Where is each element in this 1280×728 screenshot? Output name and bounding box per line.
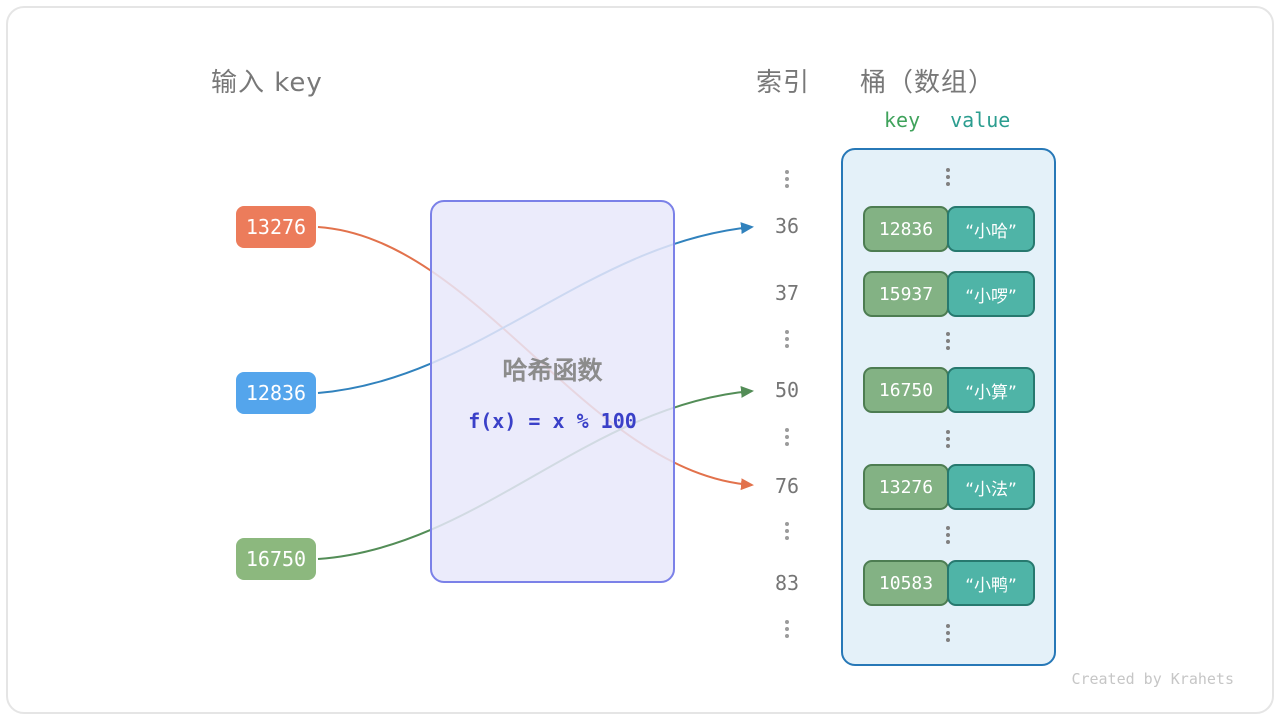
index-76: 76	[774, 474, 800, 498]
input-key-13276: 13276	[236, 206, 316, 248]
bucket-entry: 13276 “小法”	[863, 464, 1035, 510]
entry-key: 12836	[863, 206, 949, 252]
ellipsis-icon	[946, 624, 950, 642]
entry-value: “小法”	[947, 464, 1035, 510]
ellipsis-icon	[946, 168, 950, 186]
credit-text: Created by Krahets	[1071, 670, 1234, 688]
entry-key: 13276	[863, 464, 949, 510]
bucket-value-header: value	[950, 108, 1011, 132]
bucket-title: 桶（数组）	[860, 68, 996, 98]
hash-function-box: 哈希函数 f(x) = x % 100	[430, 200, 675, 583]
entry-value: “小哈”	[947, 206, 1035, 252]
index-83: 83	[774, 571, 800, 595]
bucket-entry: 10583 “小鸭”	[863, 560, 1035, 606]
bucket-key-header: key	[884, 108, 921, 132]
ellipsis-icon	[946, 332, 950, 350]
diagram-card: 输入 key 索引 桶（数组） key value 13276 12836 16…	[6, 6, 1274, 714]
ellipsis-icon	[785, 428, 789, 446]
bucket-column-header: key value	[884, 108, 1010, 132]
index-36: 36	[774, 214, 800, 238]
entry-key: 10583	[863, 560, 949, 606]
entry-value: “小算”	[947, 367, 1035, 413]
ellipsis-icon	[785, 620, 789, 638]
bucket-entry: 12836 “小哈”	[863, 206, 1035, 252]
input-key-16750: 16750	[236, 538, 316, 580]
entry-key: 16750	[863, 367, 949, 413]
ellipsis-icon	[785, 330, 789, 348]
input-key-title: 输入 key	[211, 68, 323, 98]
entry-value: “小鸭”	[947, 560, 1035, 606]
ellipsis-icon	[946, 526, 950, 544]
hash-function-title: 哈希函数	[502, 355, 603, 385]
entry-key: 15937	[863, 271, 949, 317]
input-key-12836: 12836	[236, 372, 316, 414]
index-50: 50	[774, 378, 800, 402]
ellipsis-icon	[785, 522, 789, 540]
bucket-entry: 15937 “小啰”	[863, 271, 1035, 317]
ellipsis-icon	[785, 170, 789, 188]
ellipsis-icon	[946, 430, 950, 448]
index-37: 37	[774, 281, 800, 305]
entry-value: “小啰”	[947, 271, 1035, 317]
index-title: 索引	[756, 68, 811, 98]
hash-function-formula: f(x) = x % 100	[468, 408, 637, 433]
bucket-entry: 16750 “小算”	[863, 367, 1035, 413]
